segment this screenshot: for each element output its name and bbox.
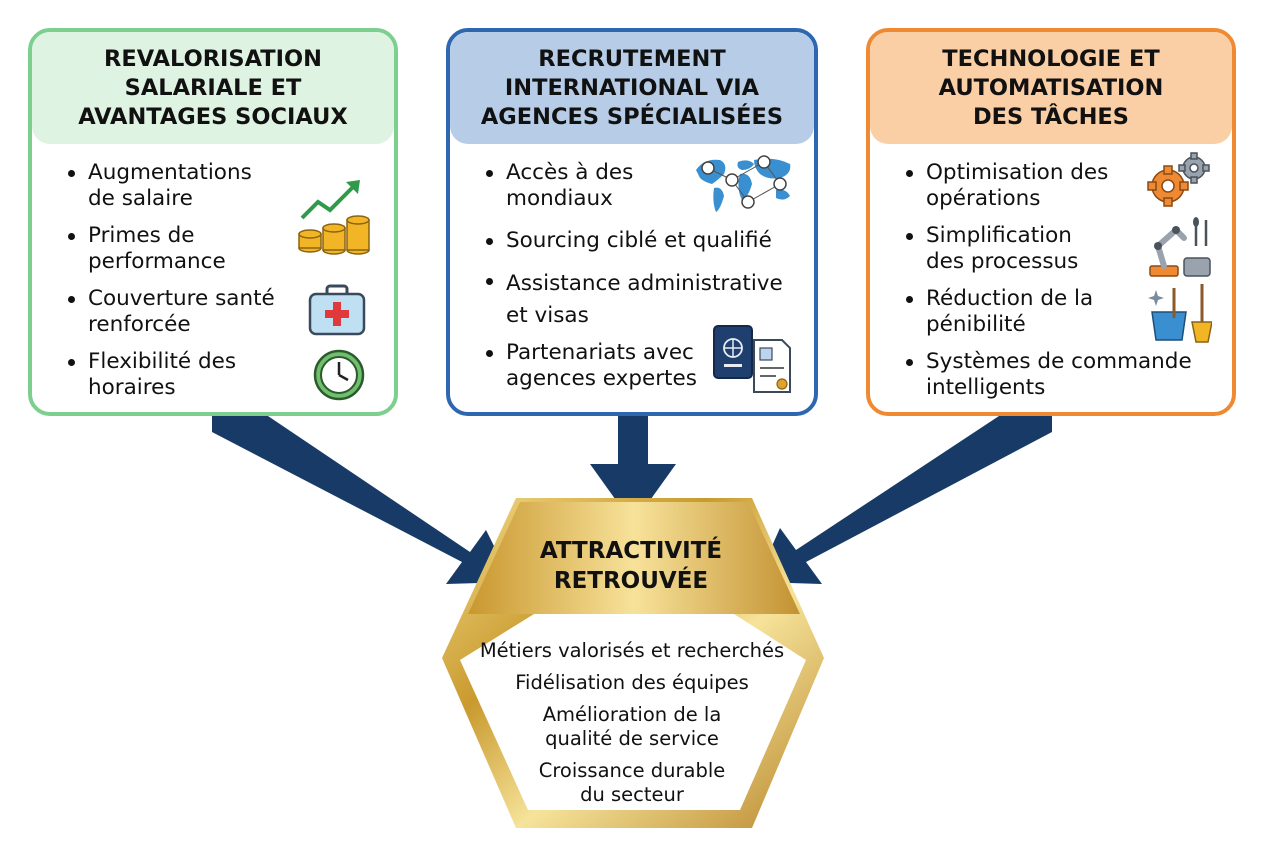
center-hexagon — [442, 498, 824, 828]
outcome-item: Fidélisation des équipes — [515, 671, 749, 694]
clock-icon — [313, 349, 365, 401]
passport-document-icon — [713, 325, 791, 393]
technology-automation-box: TECHNOLOGIE ET AUTOMATISATION DES TÂCHES… — [866, 28, 1236, 416]
arrow-middle — [590, 414, 676, 524]
gears-icon — [1147, 152, 1210, 207]
center-title: ATTRACTIVITÉ RETROUVÉE — [539, 538, 723, 594]
arrow-left — [212, 412, 512, 584]
growth-coins-icon — [298, 180, 370, 255]
international-recruitment-title: RECRUTEMENT INTERNATIONAL VIA AGENCES SP… — [450, 32, 814, 144]
salary-benefits-title: REVALORISATION SALARIALE ET AVANTAGES SO… — [32, 32, 394, 144]
robot-arm-icon — [1149, 217, 1211, 277]
salary-benefits-box: REVALORISATION SALARIALE ET AVANTAGES SO… — [28, 28, 398, 416]
international-recruitment-box: RECRUTEMENT INTERNATIONAL VIA AGENCES SP… — [446, 28, 818, 416]
outcome-item: Métiers valorisés et recherchés — [479, 639, 785, 662]
first-aid-kit-icon — [308, 284, 366, 336]
list-item: Sourcing ciblé et qualifié — [486, 228, 772, 253]
technology-automation-title: TECHNOLOGIE ET AUTOMATISATION DES TÂCHES — [870, 32, 1232, 144]
world-network-icon — [696, 155, 791, 212]
cleaning-tools-icon — [1148, 284, 1212, 343]
arrow-right — [756, 414, 1052, 584]
